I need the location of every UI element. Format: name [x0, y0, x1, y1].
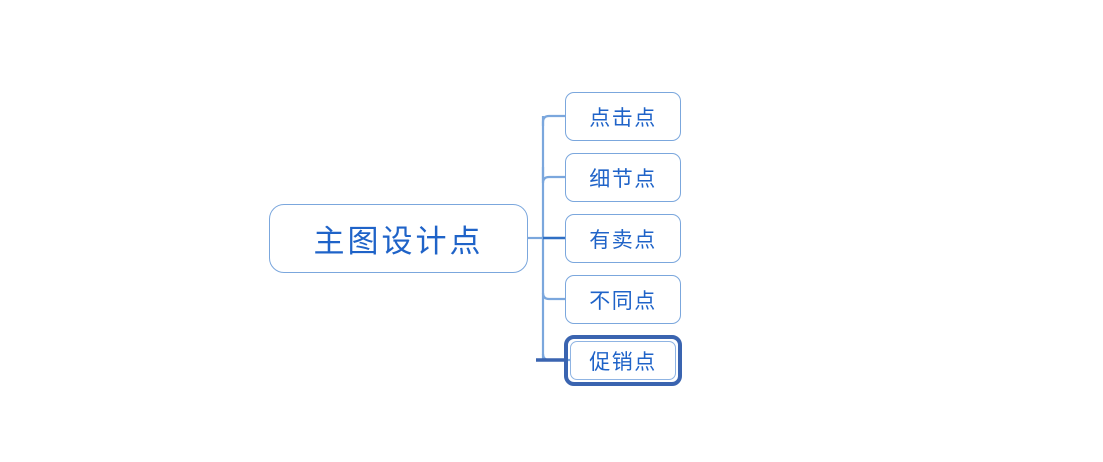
child-node-4-label: 不同点 — [589, 288, 657, 313]
child-node-1-label: 点击点 — [589, 105, 657, 130]
connector-branch-1 — [541, 114, 565, 126]
child-node-3[interactable]: 有卖点 — [565, 214, 681, 263]
child-node-5-selected[interactable]: 促销点 — [570, 341, 676, 380]
root-node-label: 主图设计点 — [313, 224, 484, 259]
selection-highlight-frame — [564, 335, 682, 386]
child-node-2[interactable]: 细节点 — [565, 153, 681, 202]
connector-branch-4 — [541, 292, 565, 301]
root-node[interactable]: 主图设计点 — [269, 204, 528, 273]
child-node-3-label: 有卖点 — [589, 227, 657, 252]
child-node-1[interactable]: 点击点 — [565, 92, 681, 141]
connector-branch-2 — [541, 167, 565, 184]
child-node-2-label: 细节点 — [589, 166, 657, 191]
child-node-4[interactable]: 不同点 — [565, 275, 681, 324]
child-node-5-label: 促销点 — [589, 349, 657, 374]
